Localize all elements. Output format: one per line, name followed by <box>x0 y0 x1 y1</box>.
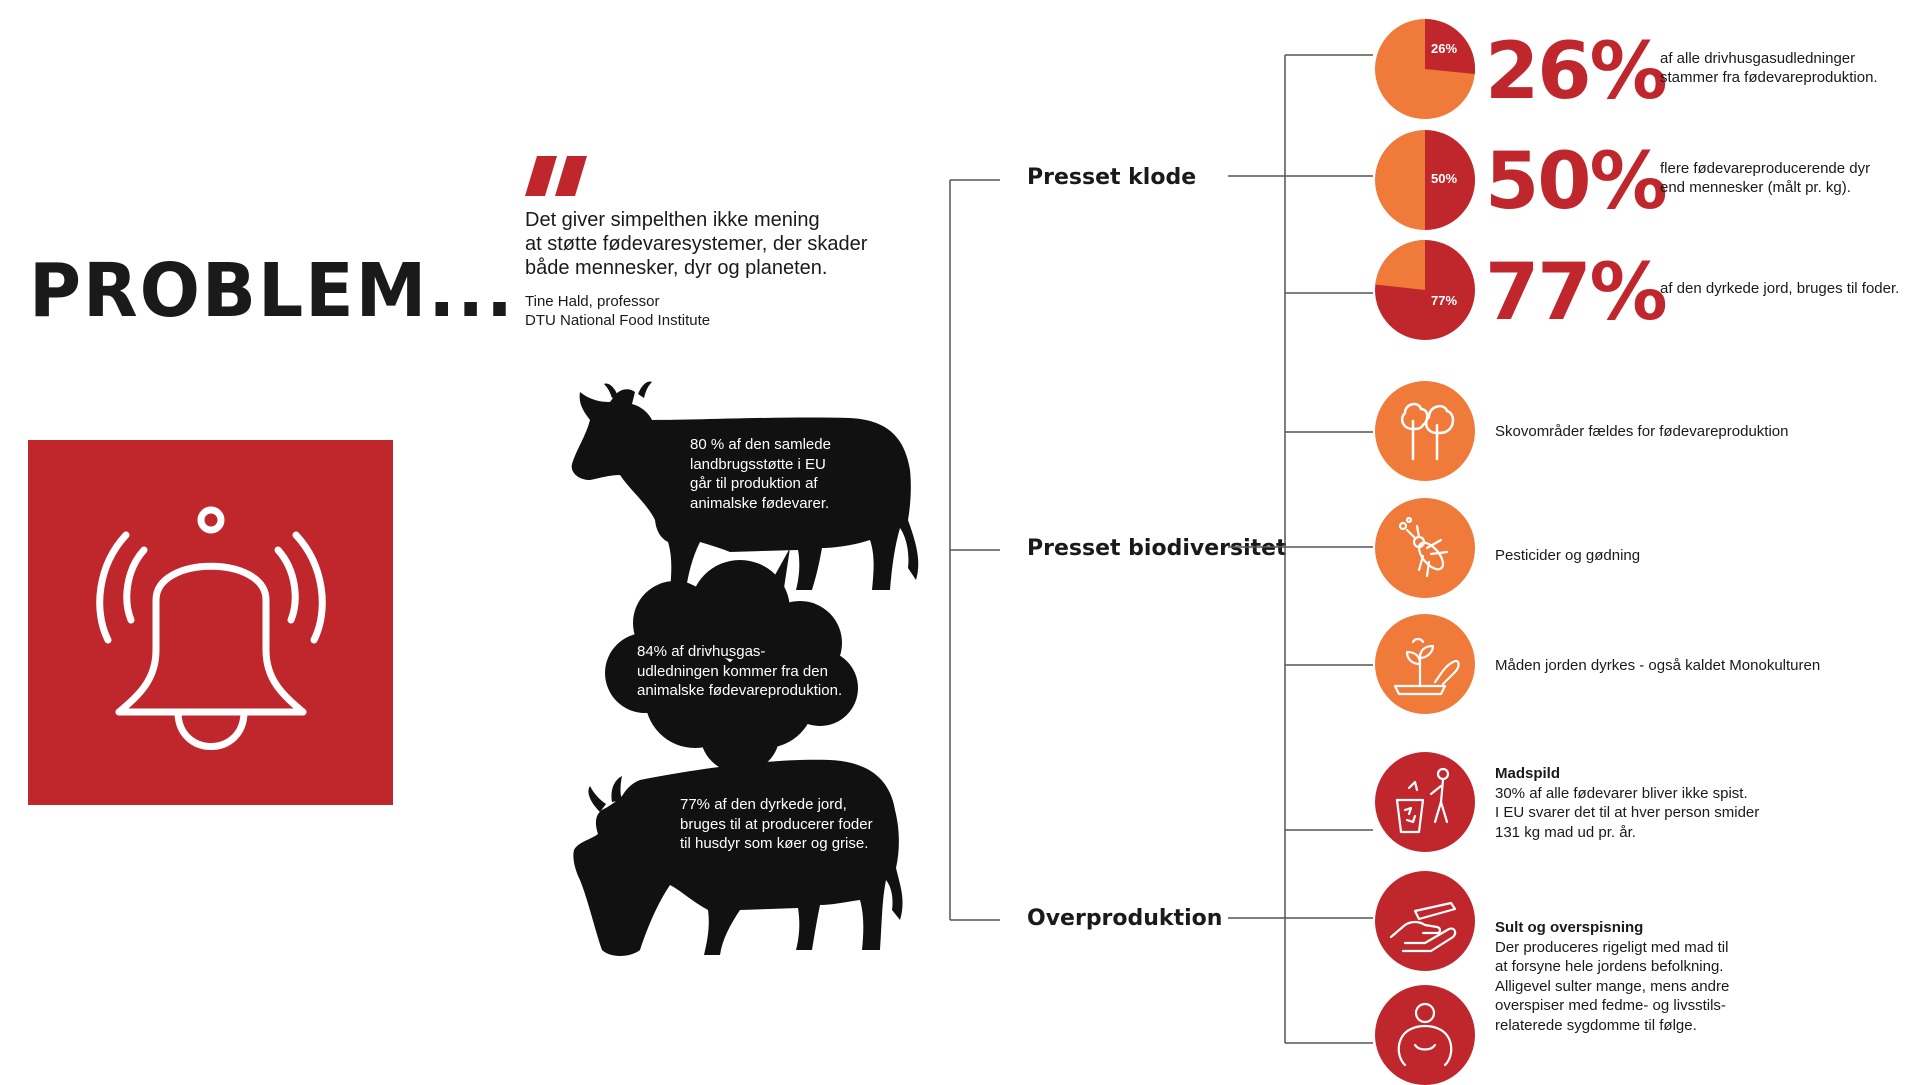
quote-text: Det giver simpelthen ikke mening at støt… <box>525 209 868 279</box>
stat-50-value: 50% <box>1485 137 1668 227</box>
sult-text: Sult og overspisning Der produceres rige… <box>1495 919 1730 1034</box>
pie-77 <box>1375 240 1475 340</box>
pie-77-label: 77% <box>1431 293 1458 308</box>
quote-author: Tine Hald, professor DTU National Food I… <box>525 293 711 329</box>
branch-connector-secondary <box>1228 54 1373 1044</box>
obesity-icon <box>1375 985 1475 1085</box>
stat-77-desc: af den dyrkede jord, bruges til foder. <box>1660 280 1900 297</box>
branch-overproduktion: Overproduktion <box>1027 906 1223 931</box>
page-title: PROBLEM... <box>29 248 515 334</box>
cow-grazing-silhouette <box>573 759 903 956</box>
pie-50 <box>1375 130 1475 230</box>
alarm-bell-icon <box>96 506 326 750</box>
stat-77-value: 77% <box>1485 248 1668 338</box>
cloud-fact: 84% af drivhusgas- udledningen kommer fr… <box>637 643 843 699</box>
insect-icon <box>1375 498 1475 598</box>
quote-mark-icon <box>525 156 587 196</box>
bio-item-1-text: Skovområder fældes for fødevareproduktio… <box>1495 423 1789 440</box>
food-waste-icon <box>1375 752 1475 852</box>
hand-food-icon <box>1375 871 1475 971</box>
alarm-panel <box>28 440 393 805</box>
plant-hand-icon <box>1375 614 1475 714</box>
pie-50-label: 50% <box>1431 171 1458 186</box>
stat-26-desc: af alle drivhusgasudledninger stammer fr… <box>1660 50 1878 86</box>
branch-presset-biodiversitet: Presset biodiversitet <box>1027 536 1287 561</box>
bio-item-2-text: Pesticider og gødning <box>1495 547 1641 564</box>
trees-icon <box>1375 381 1475 481</box>
stat-26-value: 26% <box>1485 27 1668 117</box>
branch-presset-klode: Presset klode <box>1027 165 1197 190</box>
bio-item-3-text: Måden jorden dyrkes - også kaldet Monoku… <box>1495 657 1821 674</box>
stat-50-desc: flere fødevareproducerende dyr end menne… <box>1660 160 1871 196</box>
branch-connector-main <box>949 179 1000 921</box>
cow1-fact: 80 % af den samlede landbrugsstøtte i EU… <box>690 436 831 512</box>
emission-cloud-silhouette <box>605 548 858 773</box>
cow-standing-silhouette <box>571 381 919 590</box>
cow2-fact: 77% af den dyrkede jord, bruges til at p… <box>680 796 873 852</box>
pie-26 <box>1375 19 1475 119</box>
pie-26-label: 26% <box>1431 41 1458 56</box>
madspild-text: Madspild 30% af alle fødevarer bliver ik… <box>1495 765 1760 841</box>
